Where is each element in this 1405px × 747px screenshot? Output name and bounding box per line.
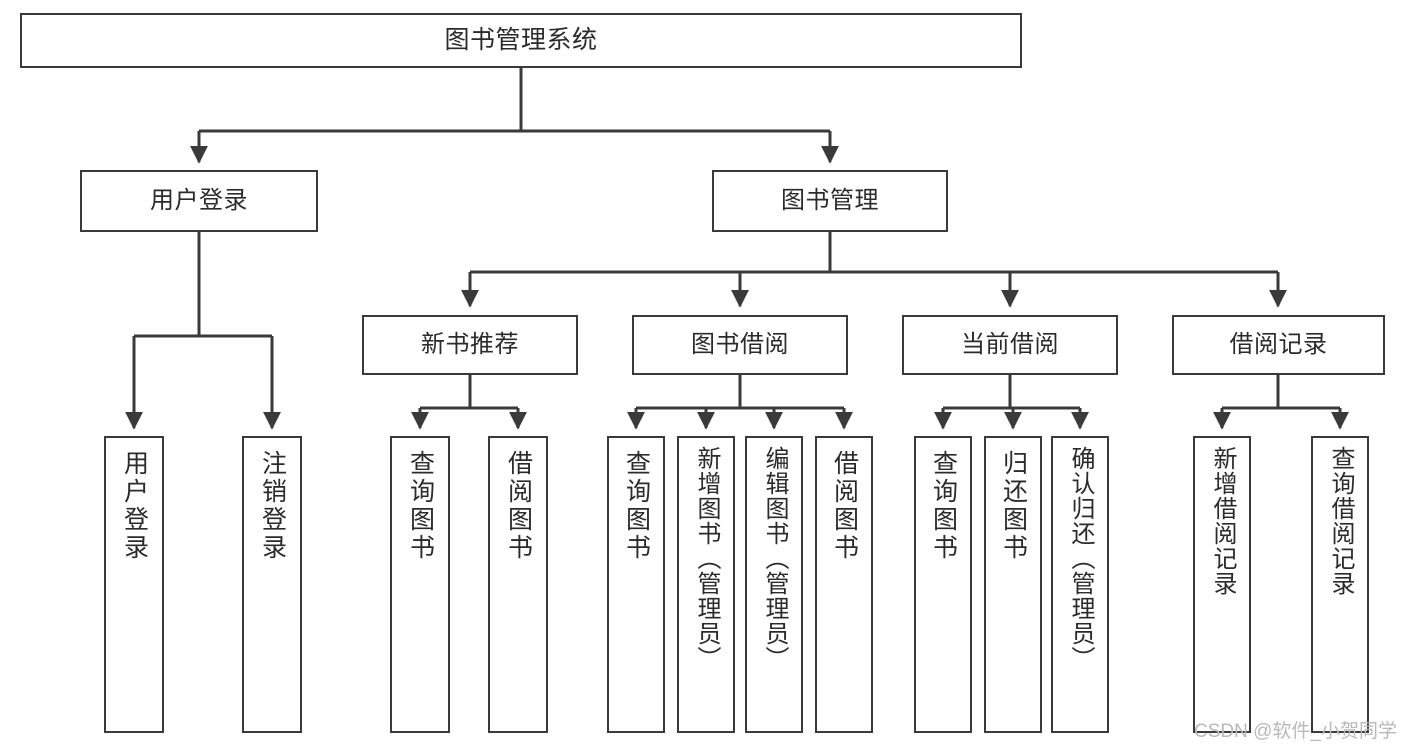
node-label: 借阅图书 [504, 450, 533, 562]
leaf-borrow-book-borrow[interactable]: 借阅图书 [815, 436, 873, 733]
csdn-watermark: CSDN @软件_小贺同学 [1194, 721, 1397, 742]
node-label: 用户登录 [120, 450, 149, 562]
leaf-query-borrow-record[interactable]: 查询借阅记录 [1311, 436, 1369, 733]
leaf-logout-login[interactable]: 注销登录 [242, 436, 302, 733]
node-root-book-management-system[interactable]: 图书管理系统 [20, 13, 1022, 68]
node-label: 查询图书 [622, 450, 651, 562]
node-label: 图书管理 [781, 186, 879, 214]
node-current-borrow[interactable]: 当前借阅 [902, 315, 1118, 375]
node-label: 借阅图书 [830, 450, 859, 562]
node-label: 查询借阅记录 [1327, 446, 1354, 596]
node-label: 图书管理系统 [444, 25, 598, 54]
leaf-query-book-recommend[interactable]: 查询图书 [390, 436, 450, 733]
leaf-edit-book-admin[interactable]: 编辑图书（管理员） [745, 436, 803, 733]
node-label: 当前借阅 [961, 330, 1059, 358]
node-label: 新增图书（管理员） [693, 446, 720, 671]
node-label: 确认归还（管理员） [1067, 446, 1094, 671]
leaf-confirm-return-admin[interactable]: 确认归还（管理员） [1051, 436, 1109, 733]
node-label: 新增借阅记录 [1209, 446, 1236, 596]
node-label: 图书借阅 [691, 330, 789, 358]
leaf-return-book[interactable]: 归还图书 [984, 436, 1042, 733]
node-new-book-recommend[interactable]: 新书推荐 [362, 315, 578, 375]
leaf-query-book-borrow[interactable]: 查询图书 [607, 436, 665, 733]
node-label: 归还图书 [999, 450, 1028, 562]
leaf-query-book-current[interactable]: 查询图书 [914, 436, 972, 733]
leaf-user-login[interactable]: 用户登录 [104, 436, 164, 733]
node-label: 查询图书 [929, 450, 958, 562]
node-book-borrow[interactable]: 图书借阅 [632, 315, 848, 375]
node-book-management[interactable]: 图书管理 [712, 170, 948, 232]
node-label: 编辑图书（管理员） [761, 446, 788, 671]
leaf-borrow-book-recommend[interactable]: 借阅图书 [488, 436, 548, 733]
leaf-add-borrow-record[interactable]: 新增借阅记录 [1193, 436, 1251, 733]
node-label: 新书推荐 [421, 330, 519, 358]
node-label: 注销登录 [258, 450, 287, 562]
node-label: 借阅记录 [1229, 330, 1328, 358]
node-user-login[interactable]: 用户登录 [80, 170, 318, 232]
node-borrow-record[interactable]: 借阅记录 [1172, 315, 1385, 375]
node-label: 用户登录 [150, 186, 248, 214]
node-label: 查询图书 [406, 450, 435, 562]
leaf-add-book-admin[interactable]: 新增图书（管理员） [677, 436, 735, 733]
